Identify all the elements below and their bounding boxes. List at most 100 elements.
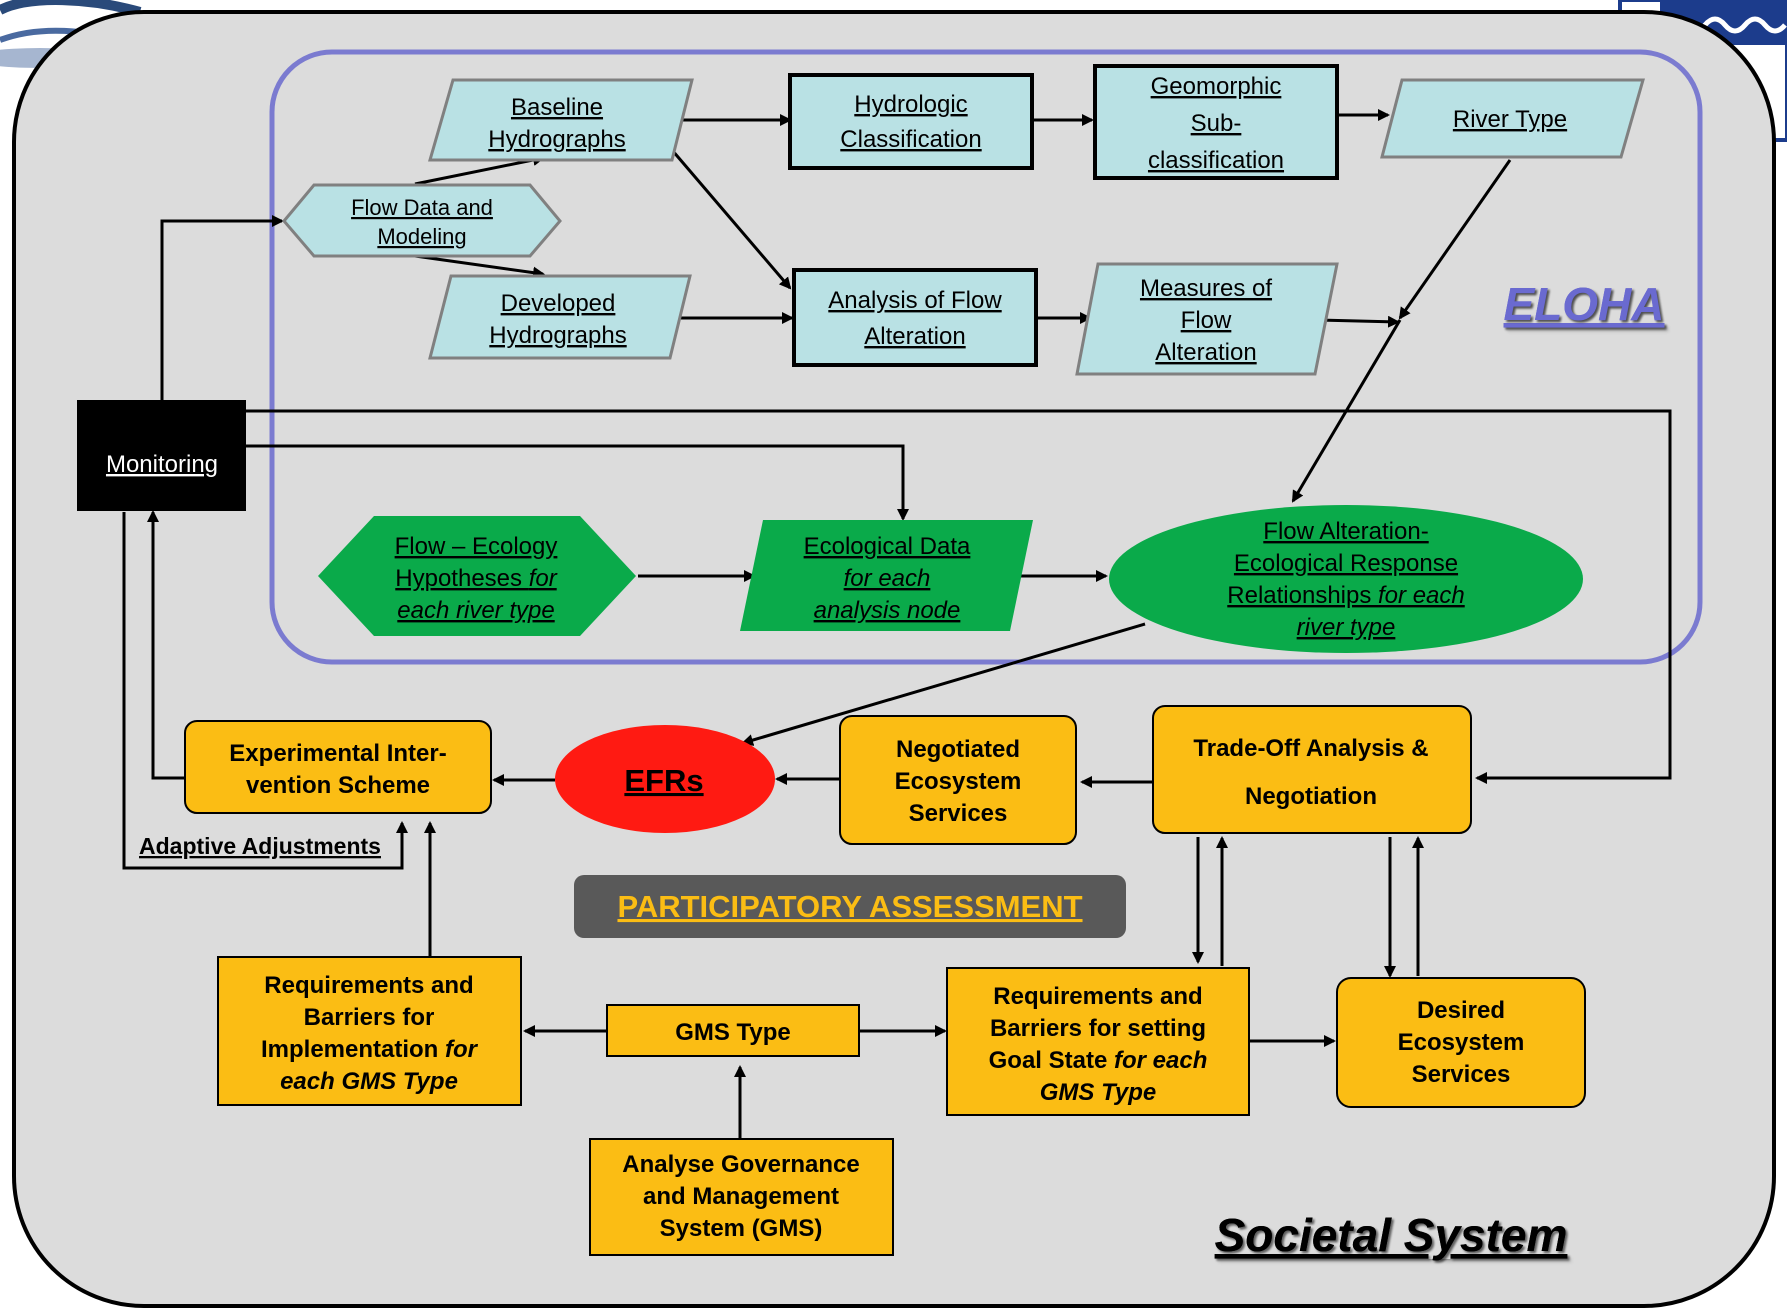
label-italic-run: for — [445, 1036, 479, 1063]
label-run: Services — [909, 800, 1008, 827]
label-run: Analyse Governance — [622, 1151, 859, 1178]
label-line: Alteration — [1155, 339, 1256, 366]
label-line: Goal State for each — [989, 1047, 1208, 1074]
hydrologic-classification-node[interactable] — [788, 73, 1034, 170]
arrow-monitoring-ecodata — [246, 444, 909, 521]
label-italic-run: GMS Type — [1040, 1079, 1156, 1106]
label-line: Hypotheses for — [395, 565, 557, 592]
label-run: vention Scheme — [246, 772, 430, 799]
river-type-label: River Type — [1453, 106, 1567, 133]
label-run: Hydrographs — [488, 126, 625, 153]
label-line: Flow Alteration- — [1263, 518, 1428, 545]
label-run: Sub- — [1191, 110, 1242, 137]
flow-data-modeling-node[interactable] — [282, 183, 562, 258]
label-line: each river type — [397, 597, 554, 624]
label-run: Ecosystem — [895, 768, 1022, 795]
label-line: each GMS Type — [280, 1068, 458, 1095]
label-line: River Type — [1453, 106, 1567, 133]
river-type-node[interactable] — [1380, 78, 1645, 159]
label-line: Barriers for — [304, 1004, 435, 1031]
label-run: Trade-Off Analysis & — [1193, 735, 1428, 762]
label-run: Requirements and — [993, 983, 1202, 1010]
label-italic-run: river type — [1297, 614, 1396, 641]
participatory-assessment-banner — [574, 875, 1126, 938]
experimental-intervention-node[interactable] — [184, 720, 492, 814]
label-run: Goal State — [989, 1047, 1114, 1074]
arrow-monitoring-tradeoff — [246, 409, 1672, 784]
label-run: Modeling — [377, 224, 466, 249]
label-line: Desired — [1417, 997, 1505, 1024]
label-line: Measures of — [1140, 275, 1272, 302]
label-run: Implementation — [261, 1036, 445, 1063]
desired-ecosystem-services-node[interactable] — [1336, 977, 1586, 1108]
label-run: Measures of — [1140, 275, 1272, 302]
label-run: Barriers for — [304, 1004, 435, 1031]
label-line: Developed — [501, 290, 616, 317]
efrs-node[interactable] — [555, 725, 775, 833]
analyse-governance-node[interactable] — [589, 1138, 894, 1256]
arrow-adaptive-adjustments — [122, 512, 408, 870]
baseline-hydrographs-node[interactable] — [428, 78, 694, 162]
label-line: Negotiation — [1245, 783, 1377, 810]
requirements-implementation-node[interactable] — [217, 956, 522, 1106]
label-line: for each — [844, 565, 931, 592]
geomorphic-subclassification-node[interactable] — [1093, 64, 1339, 180]
negotiated-ecosystem-services-node[interactable] — [839, 715, 1077, 845]
label-line: Monitoring — [106, 451, 218, 478]
label-line: Hydrologic — [854, 91, 967, 118]
arrow-experimental-monitoring — [147, 510, 185, 780]
arrow-flowdata-baseline — [414, 154, 545, 186]
label-italic-run: for each — [1378, 582, 1465, 609]
gms-type-label: GMS Type — [675, 1019, 791, 1046]
ecological-data-node[interactable] — [740, 520, 1033, 631]
label-run: Alteration — [1155, 339, 1256, 366]
label-italic-run: for — [529, 565, 558, 592]
label-run: Flow Data and — [351, 195, 493, 220]
experimental-label: Experimental Inter-vention Scheme — [229, 740, 446, 799]
monitoring-node[interactable] — [77, 400, 246, 511]
label-run: System (GMS) — [660, 1215, 823, 1242]
nodes — [77, 64, 1645, 1256]
arrow-rivertype-junction — [1398, 159, 1512, 320]
label-line: Flow Data and — [351, 195, 493, 220]
label-line: Services — [909, 800, 1008, 827]
flow-ecology-hypotheses-node[interactable] — [318, 516, 636, 636]
label-line: Services — [1412, 1061, 1511, 1088]
label-italic-run: each river type — [397, 597, 554, 624]
analysis-flow-alteration-node[interactable] — [792, 268, 1038, 367]
label-run: Baseline — [511, 94, 603, 121]
label-run: Desired — [1417, 997, 1505, 1024]
label-run: Hydrologic — [854, 91, 967, 118]
eloha-label: ELOHA — [1504, 278, 1665, 330]
requirements-goal-state-node[interactable] — [946, 967, 1250, 1116]
label-line: Relationships for each — [1227, 582, 1464, 609]
label-line: Ecological Response — [1234, 550, 1458, 577]
adaptive-adjustments-label[interactable]: Adaptive Adjustments — [139, 833, 381, 859]
efrs-label: EFRs — [624, 763, 703, 798]
developed-hydrographs-node[interactable] — [428, 274, 692, 360]
gms-type-node[interactable] — [606, 1004, 860, 1057]
label-italic-run: for each — [1114, 1047, 1207, 1074]
measures-flow-alteration-node[interactable] — [1075, 262, 1339, 376]
flow-alteration-response-node[interactable] — [1109, 505, 1583, 653]
label-line: GMS Type — [1040, 1079, 1156, 1106]
label-line: Ecological Data — [804, 533, 971, 560]
label-line: Experimental Inter- — [229, 740, 446, 767]
label-line: Classification — [840, 126, 981, 153]
label-line: Implementation for — [261, 1036, 479, 1063]
label-run: Negotiated — [896, 736, 1020, 763]
label-run: Analysis of Flow — [828, 287, 1002, 314]
tradeoff-analysis-node[interactable] — [1152, 705, 1472, 834]
societal-system-boundary — [12, 10, 1776, 1308]
